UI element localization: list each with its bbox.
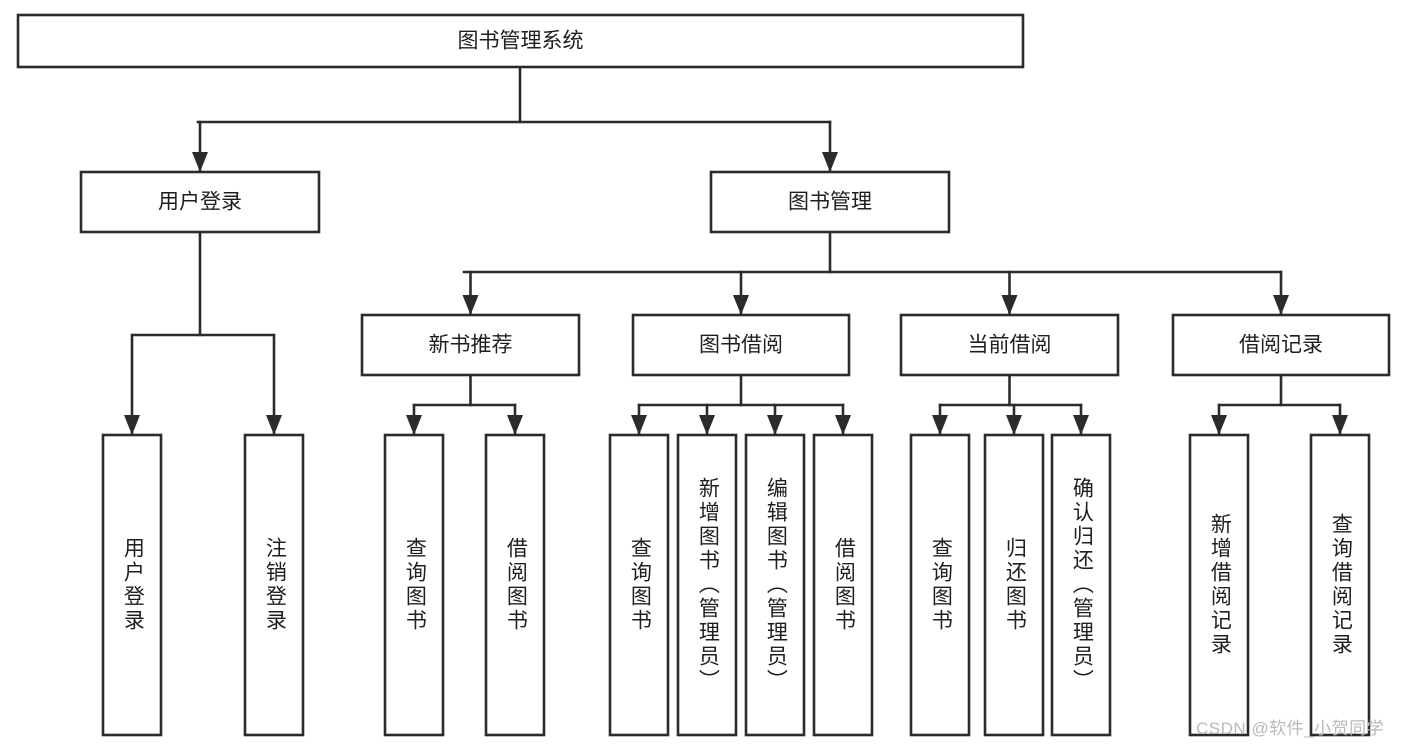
node-leaf-box-6[interactable] <box>744 433 806 737</box>
arrow-head-icon-leaf-5 <box>699 415 715 435</box>
node-leaf-box-4[interactable] <box>608 433 670 737</box>
arrow-head-icon-level2-0 <box>192 152 208 172</box>
node-level2-label-1: 图书管理 <box>788 191 872 214</box>
node-leaf-box-0[interactable] <box>101 433 163 737</box>
node-level3-box-0[interactable] <box>360 313 581 377</box>
node-level3-label-2: 当前借阅 <box>968 334 1052 357</box>
arrow-head-icon-level3-0 <box>462 295 479 315</box>
arrow-head-icon-leaf-10 <box>1073 415 1089 435</box>
arrow-head-icon-leaf-8 <box>932 415 948 435</box>
node-leaf-box-9[interactable] <box>983 433 1045 737</box>
arrow-head-icon-level2-1 <box>822 152 838 172</box>
arrow-head-icon-leaf-7 <box>835 415 851 435</box>
arrow-head-icon-leaf-11 <box>1211 415 1227 435</box>
node-leaf-box-5[interactable] <box>676 433 738 737</box>
node-level3-box-3[interactable] <box>1171 313 1391 377</box>
arrow-head-icon-level3-3 <box>1273 295 1289 315</box>
node-root-box[interactable] <box>16 13 1025 69</box>
node-leaf-box-10[interactable] <box>1050 433 1112 737</box>
node-level2-box-1[interactable] <box>709 170 951 234</box>
arrow-head-icon-leaf-3 <box>507 415 523 435</box>
node-root-label: 图书管理系统 <box>458 30 584 53</box>
arrow-head-icon-leaf-1 <box>266 415 282 435</box>
arrow-head-icon-leaf-2 <box>406 415 422 435</box>
node-level3-label-1: 图书借阅 <box>699 334 783 357</box>
arrow-head-icon-level3-2 <box>1001 295 1018 315</box>
arrow-head-icon-leaf-9 <box>1006 415 1022 435</box>
node-level3-box-2[interactable] <box>899 313 1120 377</box>
node-level3-label-0: 新书推荐 <box>429 334 513 357</box>
arrow-head-icon-leaf-4 <box>631 415 647 435</box>
node-leaf-box-7[interactable] <box>812 433 874 737</box>
node-leaf-box-8[interactable] <box>909 433 971 737</box>
node-level2-box-0[interactable] <box>79 170 321 234</box>
connectors-layer <box>124 65 1348 435</box>
node-leaf-box-11[interactable] <box>1188 433 1250 737</box>
node-leaf-box-3[interactable] <box>484 433 546 737</box>
arrow-head-icon-leaf-0 <box>124 415 140 435</box>
arrow-head-icon-leaf-6 <box>767 415 783 435</box>
csdn-watermark: CSDN @软件_小贺同学 <box>1196 719 1385 738</box>
boxes-layer <box>16 13 1391 737</box>
node-leaf-box-2[interactable] <box>383 433 445 737</box>
node-level3-box-1[interactable] <box>631 313 851 377</box>
node-leaf-box-1[interactable] <box>243 433 305 737</box>
arrow-head-icon-level3-1 <box>733 295 749 315</box>
node-level3-label-3: 借阅记录 <box>1239 334 1323 357</box>
node-leaf-box-12[interactable] <box>1309 433 1371 737</box>
arrow-head-icon-leaf-12 <box>1332 415 1348 435</box>
node-level2-label-0: 用户登录 <box>158 191 242 214</box>
